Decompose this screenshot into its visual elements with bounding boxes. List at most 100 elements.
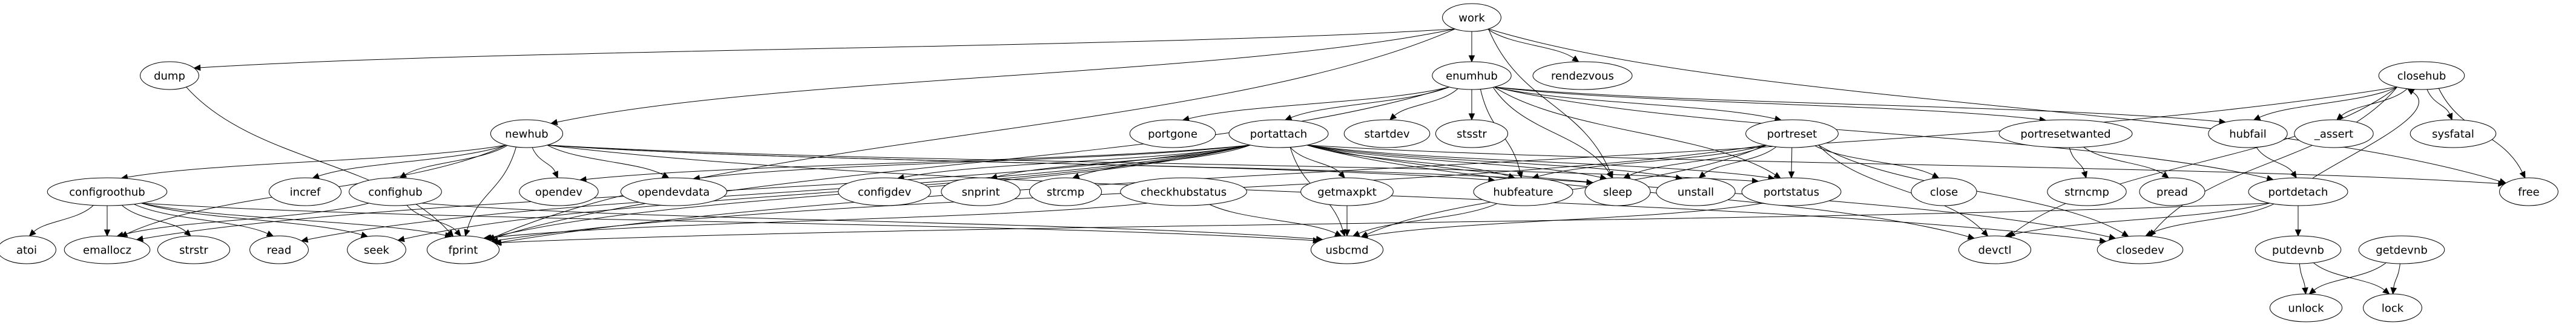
edge-line	[141, 203, 446, 236]
edge-line	[2083, 146, 2164, 175]
edge-line	[1306, 145, 1769, 178]
arrowhead-icon	[552, 171, 558, 179]
arrowhead-icon	[2302, 287, 2308, 295]
node-shape	[249, 235, 309, 264]
edge-work-to-enumhub	[1468, 31, 1475, 63]
edge-line	[1538, 145, 1766, 177]
edge-configroothub-to-emallocz	[104, 205, 111, 237]
arrowhead-icon	[1334, 230, 1342, 236]
node-label: confighub	[368, 186, 422, 199]
node-portresetwanted: portresetwanted	[1998, 119, 2133, 148]
node-label: hubfeature	[1493, 186, 1553, 199]
node-label: work	[1458, 12, 1485, 25]
edge-line	[1367, 203, 1764, 236]
edge-newhub-to-incref	[312, 145, 507, 180]
edge-line	[2299, 263, 2305, 289]
edge-portreset-to-portstatus	[1788, 147, 1795, 179]
node-label: fprint	[449, 244, 478, 257]
edge-line	[2013, 86, 2397, 233]
arrowhead-icon	[1389, 113, 1397, 120]
node-label: checkhubstatus	[1141, 186, 1227, 199]
arrowhead-icon	[1517, 171, 1523, 179]
arrowhead-icon	[1931, 172, 1940, 178]
edge-line	[122, 203, 369, 235]
arrowhead-icon	[300, 236, 309, 243]
node-enumhub: enumhub	[1432, 61, 1512, 90]
arrowhead-icon	[464, 229, 470, 237]
node-label: snprint	[961, 186, 1000, 199]
node-label: dump	[154, 70, 185, 83]
arrowhead-icon	[2336, 113, 2344, 120]
edge-line	[1487, 28, 1574, 59]
arrowhead-icon	[454, 229, 461, 236]
node-shape	[2208, 119, 2288, 148]
edge-newhub-to-fprint	[464, 146, 516, 237]
edge-line	[141, 203, 1314, 241]
node-label: devctl	[1978, 244, 2011, 257]
node-shape	[1300, 177, 1394, 206]
node-getdevnb: getdevnb	[2358, 235, 2445, 264]
arrowhead-icon	[1967, 233, 1975, 240]
node-label: putdevnb	[2272, 244, 2324, 257]
edge-configroothub-to-usbcmd	[141, 203, 1320, 244]
edge-line	[1488, 28, 2500, 182]
node-label: incref	[290, 186, 321, 199]
node-shape	[838, 177, 931, 206]
edge-portattach-to-hubfeature	[1306, 145, 1516, 180]
node-label: configdev	[858, 186, 912, 199]
node-strstr: strstr	[157, 235, 231, 264]
node-hubfeature: hubfeature	[1473, 177, 1573, 206]
node-label: strcmp	[1047, 186, 1084, 199]
node-emallocz: emallocz	[64, 235, 151, 264]
arrowhead-icon	[2308, 287, 2316, 295]
arrowhead-icon	[183, 229, 191, 236]
arrowhead-icon	[1343, 229, 1351, 237]
edge-enumhub-to-fprint	[487, 86, 1449, 241]
node-putdevnb: putdevnb	[2255, 235, 2342, 264]
edge-line	[2393, 263, 2400, 289]
node-label: seek	[364, 244, 390, 257]
node-shape	[268, 177, 342, 206]
edge-line	[2011, 203, 2270, 235]
node-work: work	[1442, 3, 1501, 32]
node-shape	[2410, 119, 2497, 148]
node-shape	[1584, 177, 1651, 206]
node-devctl: devctl	[1958, 235, 2032, 264]
node-close: close	[1911, 177, 1977, 206]
node-sleep: sleep	[1584, 177, 1651, 206]
edge-closehub-to-hubfail	[2253, 86, 2397, 120]
edge-hubfail-to-portdetach	[2256, 147, 2297, 179]
node-shape	[2363, 293, 2422, 322]
edge-line	[404, 145, 1251, 240]
node-portgone: portgone	[1129, 119, 1216, 148]
node-portattach: portattach	[1228, 119, 1329, 148]
edge-line	[585, 145, 1251, 180]
edge-portresetwanted-to-strncmp	[2069, 147, 2088, 179]
node-shape	[2097, 235, 2184, 264]
edge-line	[493, 28, 1455, 238]
node-strcmp: strcmp	[1029, 177, 1102, 206]
edge-getdevnb-to-lock	[2390, 263, 2400, 295]
edge-line	[1494, 86, 2040, 120]
arrowhead-icon	[2290, 171, 2297, 179]
edge-enumhub-to-portgone	[1182, 86, 1449, 122]
edge-line	[404, 145, 508, 175]
edge-line	[127, 145, 506, 178]
node-shape	[1120, 177, 1247, 206]
edge-getdevnb-to-unlock	[2308, 262, 2387, 295]
node-stsstr: stsstr	[1435, 119, 1509, 148]
node-label: configroothub	[69, 186, 145, 199]
edge-enumhub-to-hubfail	[1494, 86, 2227, 125]
node-portstatus: portstatus	[1741, 177, 1842, 206]
edge-line	[493, 86, 1449, 238]
arrowhead-icon	[2382, 287, 2390, 295]
node-label: lock	[2382, 302, 2404, 315]
edge-enumhub-to-portresetwanted	[1494, 86, 2047, 123]
node-atoi: atoi	[0, 235, 56, 264]
edge-putdevnb-to-unlock	[2299, 263, 2308, 295]
node-label: read	[267, 244, 292, 257]
node-label: strstr	[179, 244, 208, 257]
node-shape	[1656, 177, 1736, 206]
arrowhead-icon	[2099, 237, 2107, 244]
